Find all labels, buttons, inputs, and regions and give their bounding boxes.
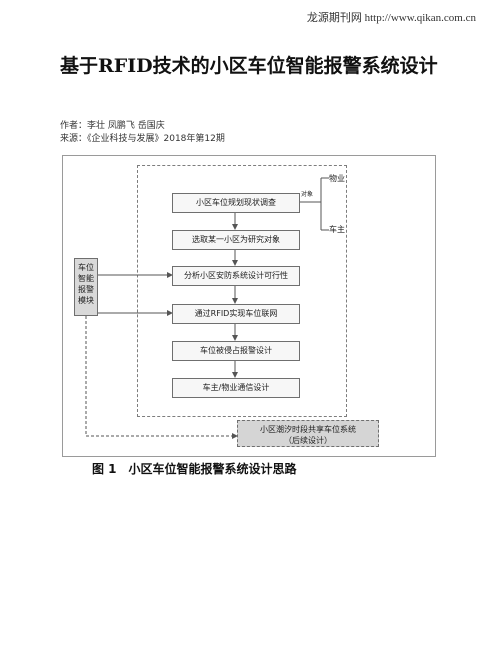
object-label: 对象	[301, 191, 314, 198]
flowchart-connectors	[85, 177, 329, 439]
flowchart-figure: 小区车位规划现状调查 选取某一小区为研究对象 分析小区安防系统设计可行性 通过R…	[62, 155, 436, 457]
figure-caption: 图 1 小区车位智能报警系统设计思路	[92, 462, 297, 476]
future-line-1: 小区潮汐时段共享车位系统	[260, 425, 356, 434]
future-line-2: （后续设计）	[284, 436, 332, 445]
step-rfid-network: 通过RFID实现车位联网	[172, 304, 300, 324]
step-survey: 小区车位规划现状调查	[172, 193, 300, 213]
article-source: 来源：《企业科技与发展》2018年第12期	[60, 134, 225, 144]
module-to-future	[85, 316, 238, 439]
side-label-owner: 车主	[329, 225, 345, 234]
step-communication: 车主/物业通信设计	[172, 378, 300, 398]
step-select-community: 选取某一小区为研究对象	[172, 230, 300, 250]
process-boundary	[137, 165, 347, 417]
article-authors: 作者：李壮 凤鹏飞 岳国庆	[60, 121, 165, 131]
side-label-property: 物业	[329, 174, 345, 183]
article-title: 基于RFID技术的小区车位智能报警系统设计	[60, 55, 438, 77]
step-occupancy-alarm: 车位被侵占报警设计	[172, 341, 300, 361]
future-shared-parking-box: 小区潮汐时段共享车位系统 （后续设计）	[237, 420, 379, 447]
step-feasibility: 分析小区安防系统设计可行性	[172, 266, 300, 286]
alarm-module-box: 车位 智能 报警 模块	[74, 258, 98, 316]
site-header: 龙源期刊网 http://www.qikan.com.cn	[306, 12, 476, 24]
